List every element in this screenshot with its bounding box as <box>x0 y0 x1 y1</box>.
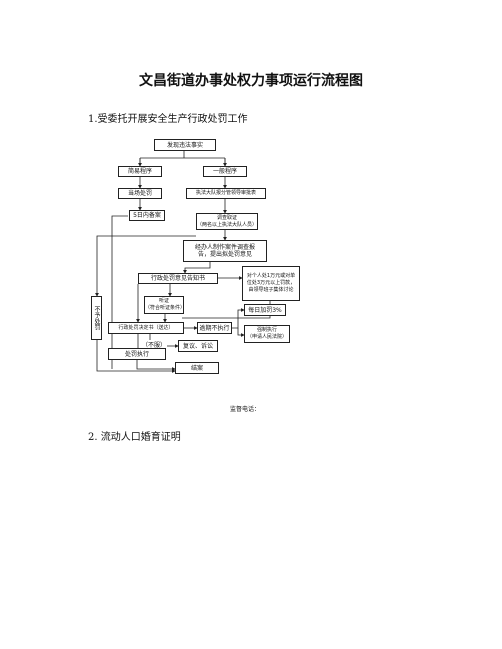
node-register-approval: 执法大队报分管领导审批表 <box>186 188 266 199</box>
node-overdue: 逾期不执行 <box>197 322 232 334</box>
node-daily-surcharge: 每日加罚3% <box>244 304 286 316</box>
connector-discover-split <box>139 151 226 166</box>
node-forced-enforcement: 强制执行 （申请人民法院） <box>244 325 290 343</box>
section-heading-1: 1.受委托开展安全生产行政处罚工作 <box>88 114 248 125</box>
node-penalty-execution: 处罚执行 <box>108 348 166 360</box>
node-simple-procedure: 简易程序 <box>118 166 162 177</box>
node-record-5days: 5日内备案 <box>129 210 165 221</box>
node-close-case: 结案 <box>175 362 219 374</box>
node-penalty-notice: 行政处罚意见告知书 <box>138 273 218 284</box>
connector-execute-close <box>136 360 176 371</box>
connector-to-no-penalty <box>95 235 196 297</box>
section-heading-2: 2. 流动人口婚育证明 <box>88 432 181 443</box>
label-dissatisfied: （不服） <box>141 341 166 349</box>
node-onsite-penalty: 当场处罚 <box>118 188 162 199</box>
page-title: 文昌街道办事处权力事项运行流程图 <box>139 73 363 89</box>
connector-report-notice <box>183 262 211 274</box>
connector-overdue-enforce <box>237 328 245 337</box>
connector-overdue-daily <box>232 308 245 329</box>
node-penalty-decision: 行政处罚决定书（送达） <box>108 322 184 334</box>
supervision-phone-label: 监督电话： <box>230 406 261 413</box>
node-general-procedure: 一般程序 <box>203 166 247 177</box>
node-hearing: 听证 （符合听证条件） <box>144 296 184 314</box>
node-large-fine-note: 对个人处1万元或对单 位处3万元以上罚款， 由领导班子集体讨论 <box>242 266 300 301</box>
node-investigate: 调查取证 （两名以上执法大队人员） <box>196 213 258 230</box>
node-case-report: 经办人制作案件调查报 告，提出拟处罚意见 <box>183 240 267 262</box>
node-review-litigation: 复议、诉讼 <box>178 340 218 352</box>
connector-record-rail <box>111 215 128 329</box>
node-no-penalty: 不予处罚 <box>91 296 102 340</box>
node-discover: 发现违法事实 <box>154 139 216 151</box>
connector-nopenalty-close <box>96 340 176 373</box>
